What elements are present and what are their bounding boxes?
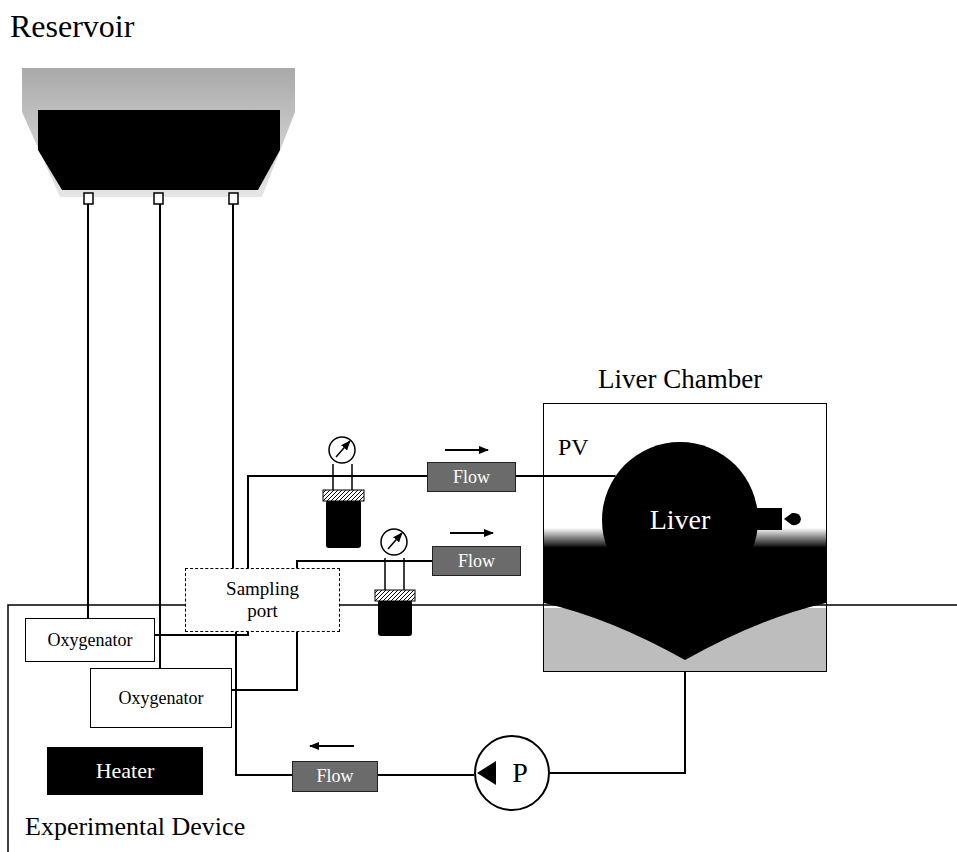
- tube-connector: [155, 476, 427, 635]
- flow-direction-arrow: [450, 532, 493, 534]
- liver-organ: Liver: [602, 442, 758, 598]
- oxygenator: Oxygenator: [90, 668, 232, 728]
- device-boundary: [8, 605, 957, 852]
- node-label: Liver Chamber: [598, 364, 762, 395]
- tube-connector: [88, 198, 89, 618]
- node-label: Flow: [316, 766, 353, 787]
- reservoir-port: [229, 193, 238, 204]
- tube-connector: [550, 672, 685, 773]
- node-label: Heater: [96, 758, 155, 783]
- oxygenator: Oxygenator: [25, 618, 155, 662]
- flow-direction-arrow: [310, 745, 354, 747]
- drop: [784, 513, 801, 525]
- node-label: P: [512, 757, 528, 789]
- trap-tube: [385, 558, 404, 592]
- tube-connector: [236, 632, 292, 775]
- tube-connector: [233, 198, 234, 568]
- tube-line: [516, 475, 616, 477]
- tube-connector: [378, 775, 474, 776]
- node-label: Sampling port: [213, 578, 313, 622]
- tube-line: [378, 774, 474, 776]
- tube-line: [87, 198, 89, 618]
- trap-cap: [375, 590, 415, 601]
- reservoir-fluid: [38, 110, 280, 190]
- flow-meter: Flow: [292, 761, 378, 792]
- node-label: Flow: [458, 551, 495, 572]
- flow-meter: Flow: [427, 462, 516, 492]
- bubble-trap: [378, 600, 412, 636]
- node-label: Flow: [453, 467, 490, 488]
- node-label: Liver: [650, 504, 711, 536]
- pump-direction: [477, 761, 496, 785]
- reservoir-port: [84, 193, 93, 204]
- tube-line: [232, 198, 234, 568]
- region-label: Experimental Device: [25, 812, 245, 842]
- node-label: Oxygenator: [119, 688, 204, 709]
- gauge-needle: [336, 441, 350, 457]
- liver-outlet: [756, 508, 782, 530]
- tube-line: [155, 476, 427, 635]
- sampling-port: Sampling port: [185, 568, 340, 632]
- trap-cap: [323, 490, 364, 501]
- pump: P: [474, 735, 550, 811]
- heater: Heater: [47, 747, 203, 795]
- reservoir-port: [154, 193, 163, 204]
- reservoir-shell: [22, 68, 295, 197]
- pressure-gauge: [381, 529, 407, 555]
- reservoir-tank: Reservoir: [22, 68, 295, 198]
- pressure-gauge: [329, 437, 355, 463]
- node-label: Reservoir: [10, 8, 134, 45]
- tube-line: [236, 632, 292, 775]
- bubble-trap: [326, 500, 361, 548]
- tube-connector: [516, 476, 616, 477]
- flow-meter: Flow: [432, 546, 521, 576]
- edge-label: PV: [556, 434, 591, 462]
- trap-tube: [333, 464, 352, 492]
- flow-direction-arrow: [445, 449, 488, 451]
- gauge-needle: [388, 533, 402, 549]
- tube-line: [159, 198, 161, 668]
- node-label: Oxygenator: [48, 630, 133, 651]
- tube-connector: [160, 198, 161, 668]
- pump-triangle: [476, 737, 548, 809]
- tube-line: [550, 672, 685, 773]
